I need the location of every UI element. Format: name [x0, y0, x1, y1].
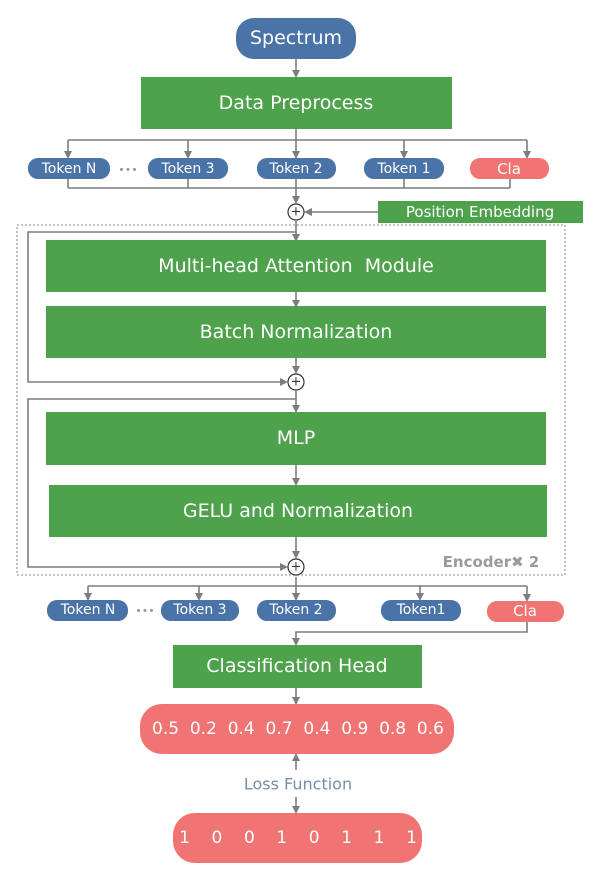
token-1-top — [364, 158, 444, 179]
mlp-label: MLP — [277, 427, 315, 449]
add-symbol-3: + — [291, 560, 302, 575]
connectors — [27, 59, 531, 814]
token-2-top-label: Token 2 — [268, 161, 322, 177]
position-embedding-label: Position Embedding — [406, 203, 554, 221]
add-circle-3 — [287, 558, 305, 576]
spectrum-node — [236, 18, 356, 59]
spectrum-label: Spectrum — [250, 27, 342, 49]
token-2-bottom-label: Token 2 — [268, 602, 322, 618]
gelu-node — [49, 485, 547, 537]
data-preprocess-node — [141, 77, 452, 129]
attention-label: Multi-head Attention Module — [158, 255, 434, 277]
gelu-label: GELU and Normalization — [183, 500, 413, 522]
token-3-top-label: Token 3 — [160, 161, 214, 177]
encoder-block-border — [16, 224, 566, 576]
batch-norm-label: Batch Normalization — [200, 321, 393, 343]
add-circle-1 — [287, 203, 305, 221]
cla-token-bottom — [487, 601, 564, 622]
token-n-bottom-label: Token N — [60, 602, 116, 618]
token-n-bottom — [47, 600, 128, 621]
token-1-bottom-label: Token1 — [396, 602, 446, 618]
batch-norm-node — [46, 306, 546, 358]
classification-head-label: Classification Head — [206, 655, 387, 677]
ellipsis-bottom: ••• — [135, 605, 154, 618]
token-3-bottom — [161, 600, 239, 621]
token-1-top-label: Token 1 — [376, 161, 430, 177]
token-3-top — [148, 158, 228, 179]
labels-values: 1 0 0 1 0 1 1 1 — [179, 828, 417, 848]
token-2-bottom — [257, 600, 336, 621]
token-2-top — [257, 158, 336, 179]
mlp-node — [46, 412, 546, 465]
token-1-bottom — [381, 600, 461, 621]
token-3-bottom-label: Token 3 — [172, 602, 226, 618]
cla-token-top-label: Cla — [497, 160, 521, 178]
classification-head-node — [173, 645, 422, 688]
predictions-values: 0.5 0.2 0.4 0.7 0.4 0.9 0.8 0.6 — [152, 719, 444, 739]
labels-node — [173, 813, 422, 863]
cla-token-bottom-label: Cla — [513, 602, 537, 620]
cla-token-top — [470, 158, 549, 179]
add-circle-2 — [287, 373, 305, 391]
token-n-top — [28, 158, 110, 179]
add-symbol-2: + — [291, 375, 302, 390]
position-embedding-node — [378, 201, 583, 223]
token-n-top-label: Token N — [41, 161, 97, 177]
predictions-node — [140, 704, 454, 754]
data-preprocess-label: Data Preprocess — [219, 92, 374, 114]
loss-function-label: Loss Function — [244, 775, 352, 794]
encoder-repeat-label: Encoder✖ 2 — [443, 553, 540, 571]
add-symbol-1: + — [291, 205, 302, 220]
ellipsis-top: ••• — [118, 164, 137, 177]
attention-node — [46, 240, 546, 292]
